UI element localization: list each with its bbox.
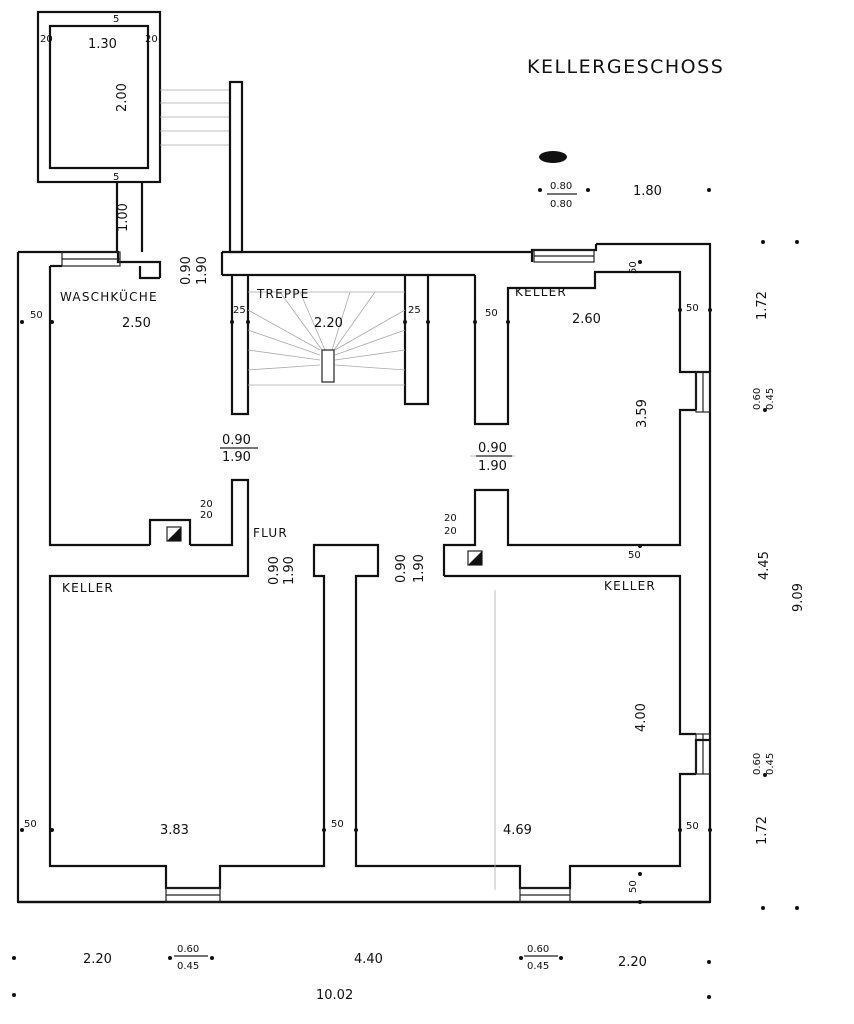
chimneys [166, 526, 483, 566]
dim-se-depth: 4.00 [634, 703, 649, 732]
dim-flur-door-a: 0.90 [267, 556, 282, 585]
dim-right-win2-a: 0.60 [752, 753, 763, 775]
dim-chim1-a: 20 [200, 499, 213, 510]
dim-bottom-440: 4.40 [354, 952, 383, 967]
dim-right-172-bottom: 1.72 [755, 816, 770, 845]
outside-steps [160, 80, 244, 254]
dim-door2-b: 1.90 [478, 459, 507, 474]
dim-bottom-win2-a: 0.60 [527, 944, 549, 955]
room-keller-ne: KELLER [515, 285, 567, 299]
dim-ne-wall-left: 50 [485, 308, 498, 319]
dim-se-wall-top: 50 [628, 550, 641, 561]
dim-center-door-b: 1.90 [412, 554, 427, 583]
room-keller-se: KELLER [604, 579, 656, 593]
dim-sw-width: 3.83 [160, 823, 189, 838]
dim-right-win1-a: 0.60 [752, 388, 763, 410]
dim-lightwell-right: 20 [145, 34, 158, 45]
dim-top-window-a: 0.80 [550, 181, 572, 192]
outer-walls [16, 242, 712, 904]
dim-door2-a: 0.90 [478, 441, 507, 456]
dim-ne-wall-right: 50 [686, 303, 699, 314]
dim-wk-door-b: 1.90 [195, 256, 210, 285]
dim-se-wall-right: 50 [686, 821, 699, 832]
staircase [247, 291, 406, 386]
dim-right-909: 9.09 [791, 583, 806, 612]
dim-right-445: 4.45 [757, 551, 772, 580]
dim-lightwell-width: 1.30 [88, 37, 117, 52]
dim-bottom-win2-b: 0.45 [527, 961, 549, 972]
dim-right-172-top: 1.72 [755, 291, 770, 320]
dim-right-win1-b: 0.45 [765, 388, 776, 410]
dim-lightwell-top: 5 [113, 14, 119, 25]
dim-bottom-220-left: 2.20 [83, 952, 112, 967]
dim-lightwell-left: 20 [40, 34, 53, 45]
dim-se-wall-bottom: 50 [628, 880, 639, 893]
dim-door1-a: 0.90 [222, 433, 251, 448]
dimension-dots [12, 188, 799, 999]
dim-bottom-220-right: 2.20 [618, 955, 647, 970]
dim-lightwell-gap: 5 [113, 172, 119, 183]
dim-se-width: 4.69 [503, 823, 532, 838]
dim-sw-wall-left: 50 [24, 819, 37, 830]
dim-chim2-a: 20 [444, 513, 457, 524]
plan-title: KELLERGESCHOSS [527, 56, 724, 78]
room-treppe: TREPPE [256, 287, 310, 301]
dim-treppe-right: 25 [408, 305, 421, 316]
dim-ne-wall-top: 50 [628, 261, 639, 274]
dim-wk-width: 2.50 [122, 316, 151, 331]
light-well [36, 10, 162, 252]
ink-blot [539, 151, 567, 163]
room-keller-sw: KELLER [62, 581, 114, 595]
dim-chim2-b: 20 [444, 526, 457, 537]
dim-right-win2-b: 0.45 [765, 753, 776, 775]
dim-bottom-win1-a: 0.60 [177, 944, 199, 955]
dim-flur-door-b: 1.90 [282, 556, 297, 585]
dim-top-right: 1.80 [633, 184, 662, 199]
dim-door1-b: 1.90 [222, 450, 251, 465]
dim-wk-door-a: 0.90 [179, 256, 194, 285]
dim-lightwell-lower: 1.00 [116, 203, 131, 232]
dim-lightwell-height: 2.00 [115, 83, 130, 112]
dim-ne-depth: 3.59 [635, 399, 650, 428]
dim-center-door-a: 0.90 [394, 554, 409, 583]
dim-ne-width: 2.60 [572, 312, 601, 327]
dim-treppe-width: 2.20 [314, 316, 343, 331]
dim-total-width: 10.02 [316, 988, 353, 1003]
dim-wk-wall: 50 [30, 310, 43, 321]
dim-sw-wall-mid: 50 [331, 819, 344, 830]
dim-top-window-b: 0.80 [550, 199, 572, 210]
dim-treppe-left: 25 [233, 305, 246, 316]
dim-bottom-win1-b: 0.45 [177, 961, 199, 972]
room-flur: FLUR [253, 526, 288, 540]
dim-chim1-b: 20 [200, 510, 213, 521]
windows [61, 249, 711, 903]
room-waschkueche: WASCHKÜCHE [60, 288, 158, 304]
